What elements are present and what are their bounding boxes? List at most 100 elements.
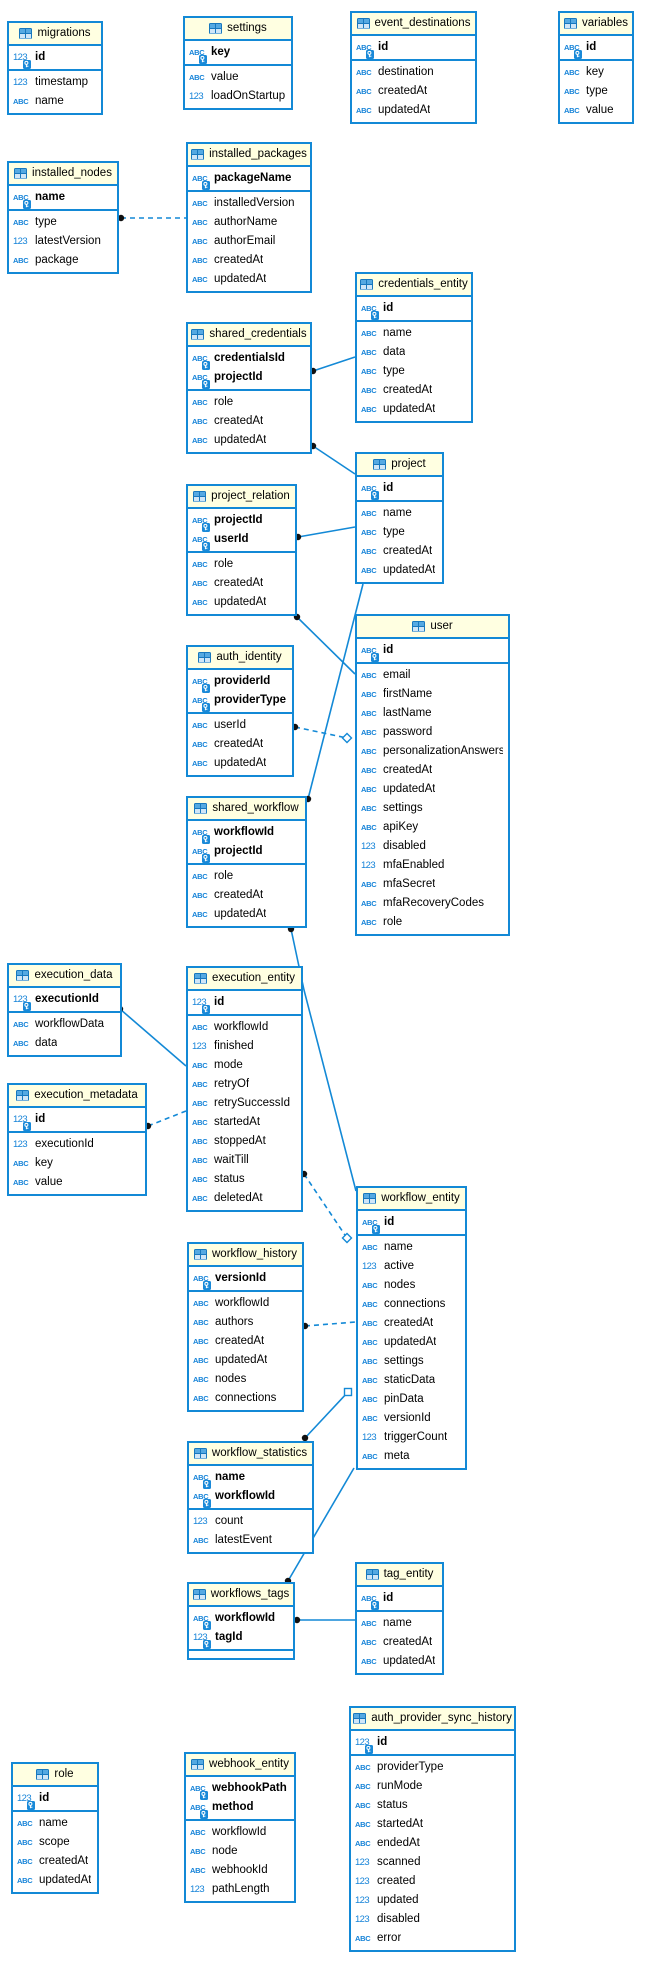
relation-execution_data-to-execution_entity[interactable] — [116, 1005, 187, 1067]
table-header[interactable]: installed_packages — [188, 144, 310, 167]
table-header[interactable]: workflow_entity — [358, 1188, 465, 1211]
table-header[interactable]: tag_entity — [357, 1564, 442, 1587]
relation-execution_entity-to-workflow_entity[interactable] — [300, 1170, 353, 1244]
table-header[interactable]: execution_metadata — [9, 1085, 145, 1108]
relation-shared_credentials-to-credentials_entity[interactable] — [309, 356, 356, 375]
relation-workflow_history-to-workflow_entity[interactable] — [301, 1321, 357, 1330]
relation-project_relation-to-user[interactable] — [293, 613, 356, 675]
relation-execution_metadata-to-execution_entity[interactable] — [144, 1110, 187, 1130]
relation-workflow_statistics-to-workflow_entity[interactable] — [301, 1387, 353, 1442]
table-header[interactable]: webhook_entity — [186, 1754, 294, 1777]
table-header[interactable]: auth_identity — [188, 647, 292, 670]
table-header[interactable]: migrations — [9, 23, 101, 46]
table-header[interactable]: project — [357, 454, 442, 477]
table-header[interactable]: execution_data — [9, 965, 120, 988]
